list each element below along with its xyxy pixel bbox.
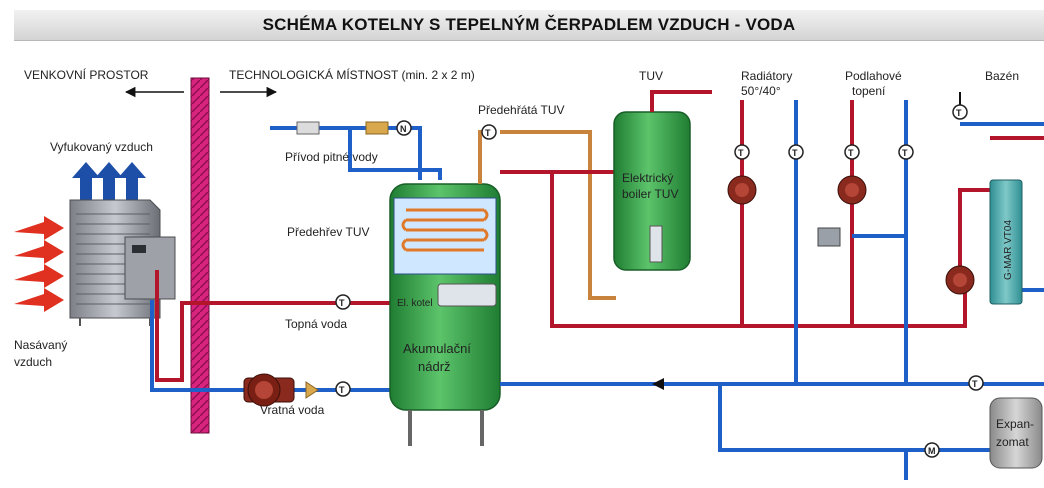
exhaust-arrows [72,162,146,200]
label-electric-boiler-2: boiler TUV [622,187,678,201]
label-heat-exchanger: G-MAR VT04 [1003,220,1014,280]
label-return-water: Vratná voda [260,403,325,417]
radiator-thermometer [734,144,750,160]
heat-pump-loop-pipes [150,270,392,392]
potable-water-inlet-pipe [270,126,442,180]
exchanger-return-thermometer [968,375,984,391]
electric-boiler [613,111,691,271]
label-expansion-2: zomat [996,435,1029,449]
preheated-thermometer [481,124,497,140]
wall [190,77,210,434]
label-intake-air-2: vzduch [14,355,52,369]
label-storage-tank-1: Akumulační [403,341,471,356]
floor-return-thermometer [898,144,914,160]
pool-thermometer-symbol: T [956,108,962,118]
floor-heating-pump-hub [845,183,859,197]
pool-pump-hub [953,273,967,287]
return-thermometer [335,381,351,397]
title-bar: SCHÉMA KOTELNY S TEPELNÝM ČERPADLEM VZDU… [14,10,1044,41]
radiator-branch [740,100,798,384]
water-meter [396,120,412,136]
floor-return-thermometer-symbol: T [902,148,908,158]
inlet-check-valve [365,121,389,135]
expansion-motor-symbol: M [928,446,936,456]
label-floor-heating-1: Podlahové [845,69,902,83]
label-radiators-2: 50°/40° [741,84,781,98]
intake-arrows [14,216,64,312]
label-potable-water-inlet: Přívod pitné vody [285,150,378,164]
expansion-motor-valve [924,442,940,458]
label-heating-water: Topná voda [285,317,347,331]
label-expansion-1: Expan- [996,417,1034,431]
label-el-heater: El. kotel [397,298,433,309]
return-pump [243,373,295,407]
inlet-valve [296,121,320,135]
label-pool: Bazén [985,69,1019,83]
water-meter-symbol: N [400,124,407,134]
return-filter [305,381,319,399]
dhw-outlet-pipe [650,90,712,112]
label-floor-heating-2: topení [852,84,886,98]
accumulation-tank [389,183,501,446]
radiator-return-thermometer-symbol: T [792,148,798,158]
label-radiators-1: Radiátory [741,69,792,83]
radiator-pump-hub [735,183,749,197]
return-flow-arrow [652,378,664,390]
heating-thermometer [335,294,351,310]
label-dhw-preheat: Předehřev TUV [287,225,369,239]
pool-thermometer [952,104,968,120]
mixing-valve-actuator [817,227,841,247]
label-storage-tank-2: nádrž [418,359,451,374]
label-intake-air-1: Nasávaný [14,338,67,352]
label-dhw: TUV [639,69,663,83]
plate-heat-exchanger [989,179,1023,305]
exchanger-return-thermometer-symbol: T [972,379,978,389]
label-technical-room: TECHNOLOGICKÁ MÍSTNOST (min. 2 x 2 m) [229,67,475,82]
heat-pump-outdoor-unit [69,199,176,326]
preheated-thermometer-symbol: T [485,128,491,138]
diagram-title: SCHÉMA KOTELNY S TEPELNÝM ČERPADLEM VZDU… [262,15,796,34]
radiator-return-thermometer [788,144,804,160]
heating-thermometer-symbol: T [339,298,345,308]
floor-heating-branch [850,100,908,384]
label-exhaust-air: Vyfukovaný vzduch [50,140,153,154]
label-preheated-dhw: Předehřátá TUV [478,103,565,117]
expansion-vessel [989,397,1043,469]
return-thermometer-symbol: T [339,385,345,395]
label-outdoor-space: VENKOVNÍ PROSTOR [24,67,149,82]
floor-thermometer-symbol: T [848,148,854,158]
return-pipes [500,382,1044,452]
floor-thermometer [844,144,860,160]
radiator-thermometer-symbol: T [738,148,744,158]
label-electric-boiler-1: Elektrický [622,171,673,185]
